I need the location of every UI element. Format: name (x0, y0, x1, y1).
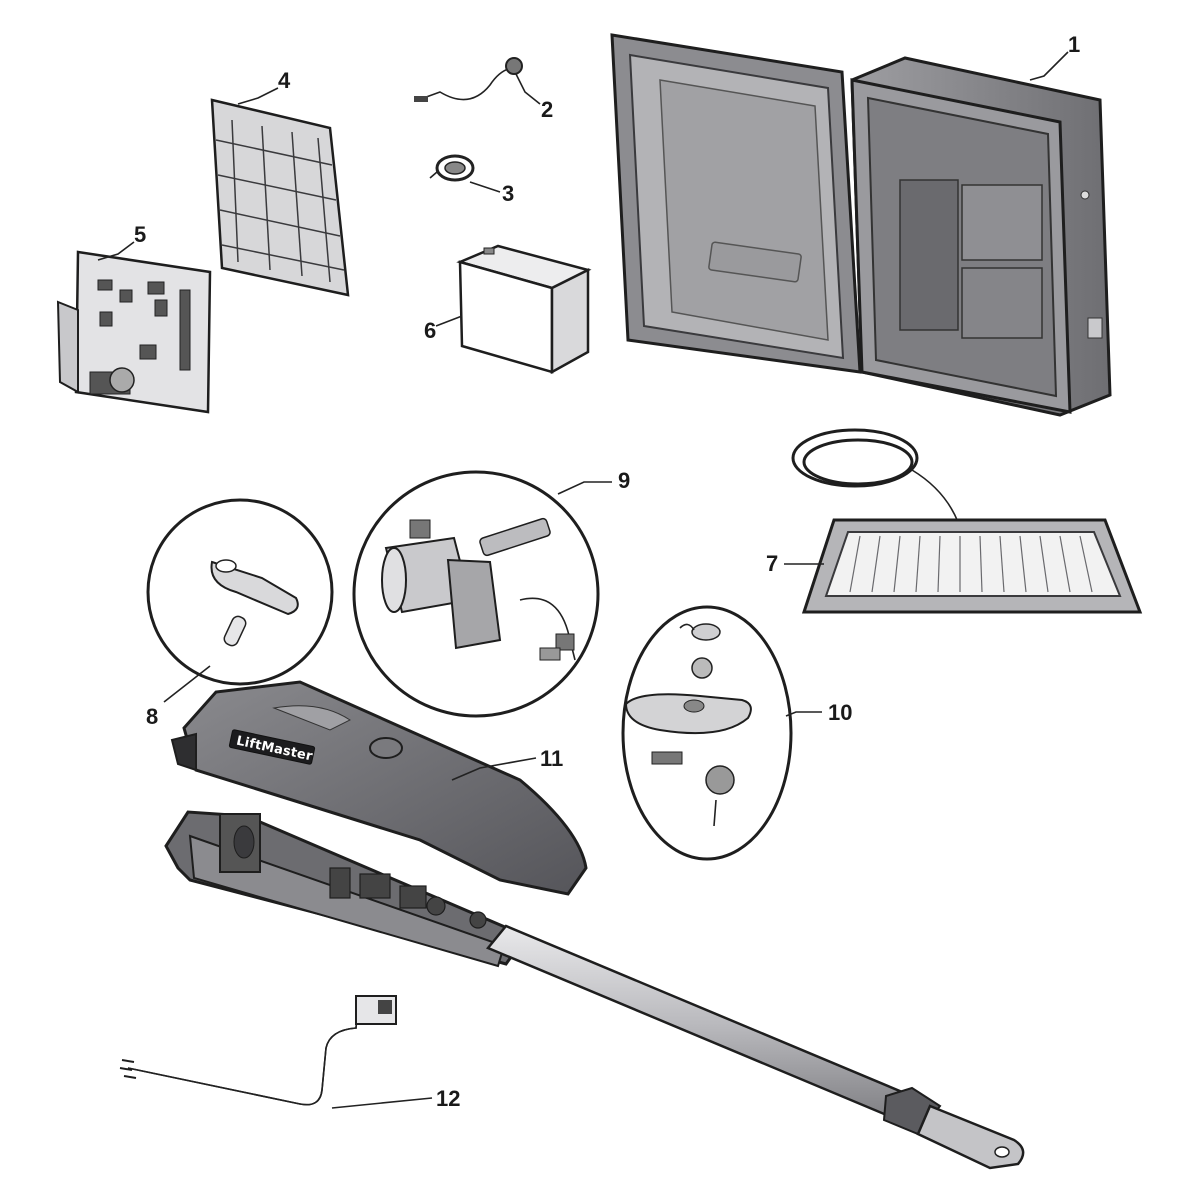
wire-harness-small (414, 57, 523, 102)
callout-6: 6 (424, 318, 436, 343)
callout-numbers: 1 2 3 4 5 6 7 8 9 10 11 12 (134, 32, 1080, 1111)
power-cable (119, 995, 397, 1106)
motor-detail-circle (352, 470, 600, 718)
spring-clip (429, 154, 475, 182)
callout-5: 5 (134, 222, 146, 247)
callout-3: 3 (502, 181, 514, 206)
callout-8: 8 (146, 704, 158, 729)
control-board (56, 250, 212, 414)
callout-4: 4 (278, 68, 291, 93)
battery (456, 244, 592, 375)
callout-9: 9 (618, 468, 630, 493)
mounting-plate (210, 98, 350, 297)
callout-7: 7 (766, 551, 778, 576)
bracket-detail-circle (146, 498, 334, 686)
actuator-rod (485, 924, 1025, 1170)
callout-10: 10 (828, 700, 852, 725)
callout-11: 11 (540, 746, 563, 771)
solar-panel (791, 428, 1143, 614)
leader-lines (97, 51, 1069, 1109)
callout-2: 2 (541, 97, 553, 122)
callout-12: 12 (436, 1086, 460, 1111)
operator-base-housing (164, 810, 529, 968)
release-handle-detail-oval (621, 605, 793, 861)
operator-cover: LiftMaster (170, 680, 588, 896)
callout-1: 1 (1068, 32, 1080, 57)
control-box (610, 33, 1112, 417)
